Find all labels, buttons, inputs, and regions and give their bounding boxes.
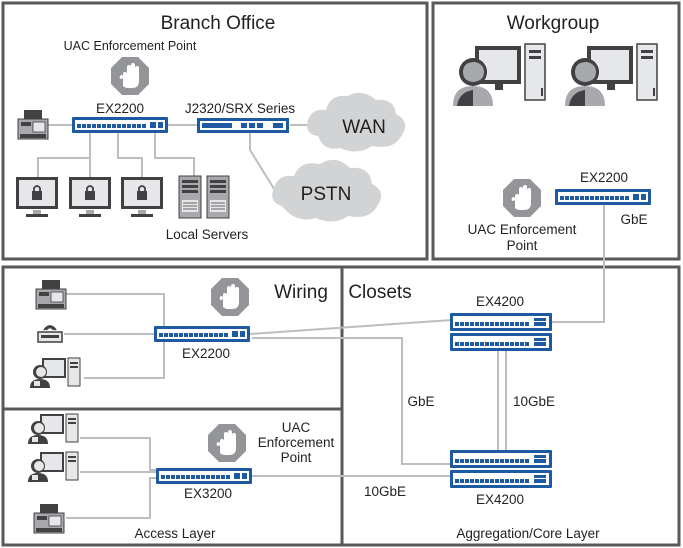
- core-top-ex4200-label: EX4200: [476, 294, 524, 309]
- link-workgroup-ex4200: [552, 205, 605, 323]
- link-user1-access: [80, 437, 158, 471]
- branch-ex2200-label: EX2200: [96, 101, 144, 116]
- network-switch-icon: [450, 333, 552, 351]
- tengbe-access-label: 10GbE: [364, 484, 406, 499]
- stop-hand-icon: [211, 278, 249, 316]
- workgroup-gbe-label: GbE: [620, 212, 647, 227]
- link-printer-closet: [66, 293, 165, 326]
- wiring-title: Wiring: [274, 282, 328, 303]
- workgroup-uac-line2: Point: [507, 238, 538, 253]
- pstn-label: PSTN: [301, 184, 352, 205]
- network-switch-icon: [450, 470, 552, 488]
- server-icon: [178, 175, 202, 219]
- cloud-icon: [272, 159, 382, 222]
- link-router-pstn: [249, 132, 277, 193]
- local-servers-label: Local Servers: [166, 227, 249, 242]
- link-ex2200-pc1: [37, 133, 91, 178]
- access-uac-line2: Enforcement: [258, 435, 335, 450]
- gbe-link-label: GbE: [407, 394, 434, 409]
- network-switch-icon: [156, 468, 252, 484]
- closets-title: Closets: [348, 282, 411, 303]
- router-label: J2320/SRX Series: [185, 101, 296, 116]
- link-ex2200-pc3: [117, 133, 143, 178]
- link-ex2200-servers: [154, 133, 195, 176]
- network-switch-icon: [555, 189, 651, 205]
- access-layer-title: Access Layer: [134, 526, 216, 541]
- workgroup-ex2200-label: EX2200: [580, 170, 628, 185]
- access-uac-line3: Point: [281, 450, 312, 465]
- core-bottom-ex4200-label: EX4200: [476, 492, 524, 507]
- access-uac-line1: UAC: [282, 420, 311, 435]
- access-ex3200-label: EX3200: [184, 486, 232, 501]
- network-switch-icon: [450, 313, 552, 331]
- branch-office-title: Branch Office: [161, 13, 276, 34]
- closet-ex2200-label: EX2200: [182, 346, 230, 361]
- link-closet-ex4200: [249, 319, 453, 335]
- stop-hand-icon: [111, 57, 149, 95]
- wan-label: WAN: [342, 117, 386, 138]
- server-icon: [206, 175, 230, 219]
- network-switch-icon: [450, 450, 552, 468]
- router-icon: [197, 118, 289, 133]
- aggregation-core-title: Aggregation/Core Layer: [456, 526, 600, 541]
- workgroup-uac-line1: UAC Enforcement: [468, 222, 577, 237]
- link-user-closet: [84, 342, 165, 379]
- stop-hand-icon: [208, 424, 246, 462]
- workgroup-title: Workgroup: [507, 13, 600, 34]
- link-fax-access: [66, 477, 158, 519]
- cloud-icon: [307, 92, 406, 152]
- network-switch-icon: [72, 117, 168, 133]
- links: [37, 124, 605, 519]
- stop-hand-icon: [503, 179, 541, 217]
- network-switch-icon: [154, 326, 250, 342]
- tengbe-vertical-label: 10GbE: [513, 394, 555, 409]
- link-gbe-core: [252, 337, 452, 465]
- branch-uac-label: UAC Enforcement Point: [64, 39, 197, 53]
